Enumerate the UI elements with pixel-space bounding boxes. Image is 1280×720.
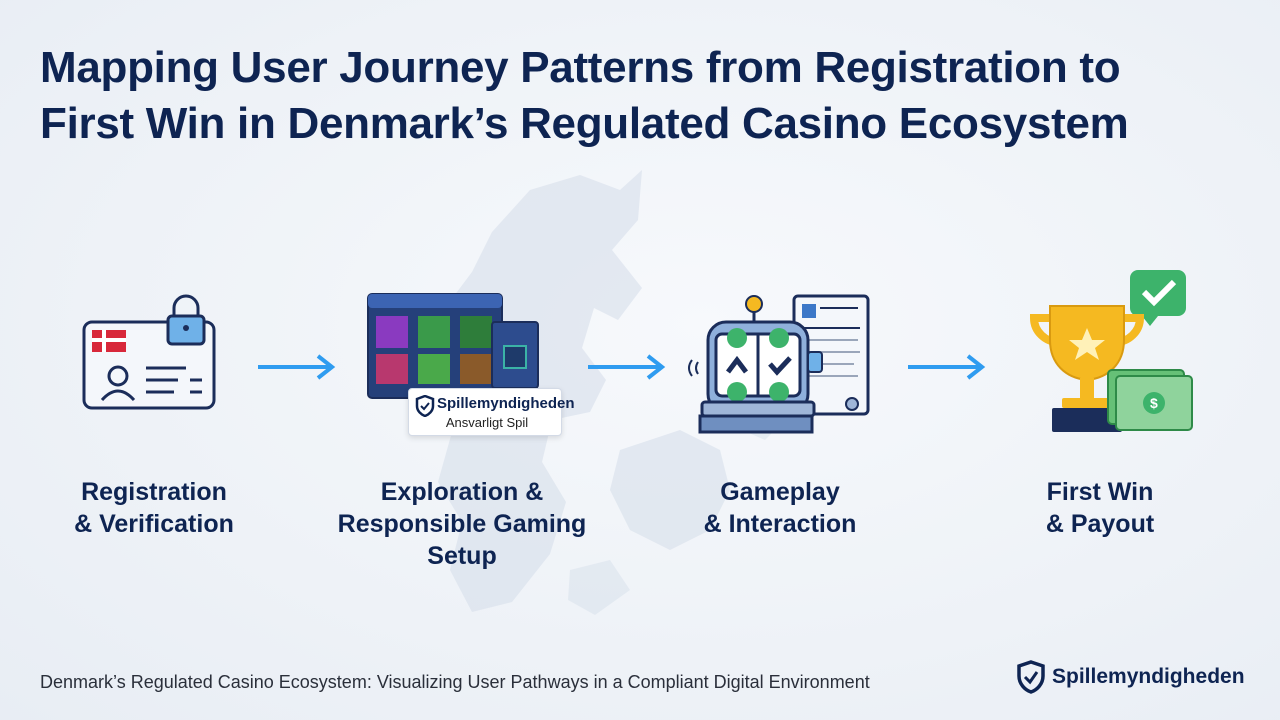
shield-icon: [415, 395, 435, 417]
step-2-line-1: Exploration &: [380, 478, 544, 506]
step-label-registration: Registration & Verification: [54, 476, 254, 540]
step-4-line-2: & Payout: [1045, 510, 1155, 538]
step-2-line-2: Responsible Gaming: [337, 510, 587, 538]
svg-text:$: $: [1150, 395, 1158, 411]
step-3-line-1: Gameplay: [720, 478, 840, 506]
flow-arrow-2: [588, 354, 666, 380]
brand-name: Spillemyndigheden: [1052, 665, 1245, 688]
step-1-line-2: & Verification: [74, 510, 234, 538]
id-card-lock-icon: [82, 294, 216, 410]
footer-caption: Denmark’s Regulated Casino Ecosystem: Vi…: [40, 672, 870, 692]
step-3-line-2: & Interaction: [703, 510, 857, 538]
flow-arrow-1: [258, 354, 336, 380]
shield-logo-icon: [1017, 660, 1045, 694]
step-4-line-1: First Win: [1046, 478, 1154, 506]
title-line-2: First Win in Denmark’s Regulated Casino …: [40, 99, 1129, 148]
trophy-cash-icon: $: [1029, 270, 1193, 432]
step-label-gameplay: Gameplay & Interaction: [680, 476, 880, 540]
title-line-1: Mapping User Journey Patterns from Regis…: [40, 43, 1121, 92]
badge-subtitle: Ansvarligt Spil: [445, 415, 529, 430]
flow-arrow-3: [908, 354, 986, 380]
step-label-exploration: Exploration & Responsible Gaming Setup: [312, 476, 612, 572]
badge-title: Spillemyndigheden: [437, 395, 575, 412]
slot-machine-icon: [688, 294, 870, 434]
step-2-line-3: Setup: [427, 542, 497, 570]
page-title: Mapping User Journey Patterns from Regis…: [40, 40, 1240, 152]
step-label-first-win: First Win & Payout: [1000, 476, 1200, 540]
responsible-gaming-badge: Spillemyndigheden Ansvarligt Spil: [408, 388, 575, 436]
brand-logo: Spillemyndigheden: [1016, 660, 1245, 694]
step-1-line-1: Registration: [81, 478, 227, 506]
